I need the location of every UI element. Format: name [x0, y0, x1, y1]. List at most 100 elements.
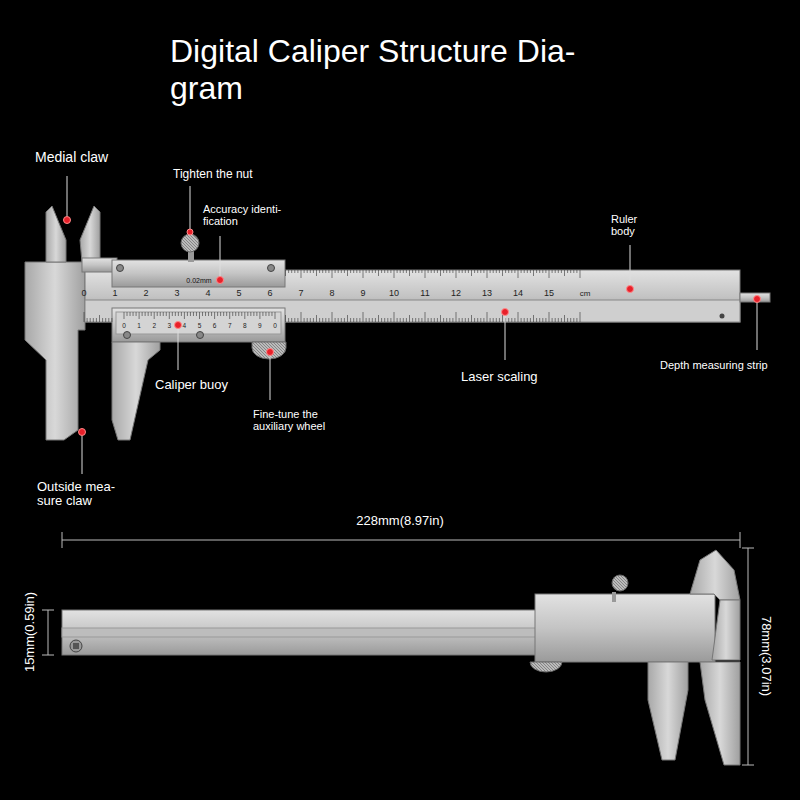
scale-tick: [378, 315, 379, 322]
scale-tick: [199, 312, 200, 319]
scale-tick: [394, 312, 395, 322]
scale-tick: [465, 270, 466, 273]
scale-tick: [508, 270, 509, 273]
dimension-label: 15mm(0.59in): [23, 588, 37, 676]
scale-tick: [316, 270, 317, 276]
scale-tick: [127, 312, 128, 316]
scale-tick: [108, 318, 109, 322]
scale-tick: [297, 270, 298, 273]
scale-tick: [175, 312, 176, 316]
scale-tick: [307, 318, 308, 322]
scale-tick: [184, 312, 185, 319]
scale-tick: [313, 318, 314, 322]
scale-tick: [384, 318, 385, 322]
scale-tick: [142, 312, 143, 316]
scale-tick: [508, 318, 509, 322]
scale-tick: [297, 318, 298, 322]
scale-tick: [536, 270, 537, 273]
scale-tick: [390, 270, 391, 273]
scale-tick: [549, 270, 550, 278]
scale-tick: [474, 318, 475, 322]
scale-tick: [465, 318, 466, 322]
scale-tick: [285, 315, 286, 322]
scale-tick: [301, 312, 302, 322]
scale-tick: [440, 270, 441, 276]
scale-tick: [390, 318, 391, 322]
scale-tick: [400, 318, 401, 322]
scale-tick: [366, 318, 367, 322]
scale-tick: [394, 270, 395, 278]
scale-tick: [307, 270, 308, 273]
scale-number: 11: [420, 289, 429, 299]
scale-tick: [421, 318, 422, 322]
scale-tick: [93, 318, 94, 322]
scale-tick: [480, 270, 481, 273]
scale-tick: [452, 318, 453, 322]
scale-number: 1: [112, 289, 117, 299]
scale-tick: [487, 270, 488, 278]
scale-tick: [493, 318, 494, 322]
part-label: Tighten the nut: [173, 168, 253, 181]
scale-tick: [539, 270, 540, 273]
scale-tick: [518, 270, 519, 278]
scale-tick: [328, 318, 329, 322]
scale-tick: [384, 270, 385, 273]
scale-tick: [471, 270, 472, 276]
scale-tick: [253, 312, 254, 316]
scale-tick: [369, 318, 370, 322]
scale-tick: [443, 270, 444, 273]
scale-tick: [555, 318, 556, 322]
scale-tick: [545, 318, 546, 322]
scale-tick: [202, 312, 203, 316]
scale-tick: [576, 270, 577, 273]
scale-tick: [335, 318, 336, 322]
vernier-number: 4: [183, 322, 187, 329]
scale-tick: [350, 318, 351, 322]
scale-tick: [446, 270, 447, 273]
scale-tick: [387, 270, 388, 273]
scale-tick: [332, 270, 333, 278]
scale-tick: [259, 312, 260, 319]
scale-tick: [250, 312, 251, 316]
scale-tick: [580, 312, 581, 322]
scale-number: 3: [174, 289, 179, 299]
scale-tick: [247, 312, 248, 316]
scale-tick: [313, 270, 314, 273]
scale-tick: [459, 270, 460, 273]
scale-number: 10: [389, 289, 399, 299]
part-label: Fine-tune the auxiliary wheel: [253, 408, 353, 432]
scale-tick: [288, 318, 289, 322]
scale-tick: [338, 318, 339, 322]
scale-tick: [84, 312, 85, 322]
scale-tick: [387, 318, 388, 322]
scale-tick: [262, 312, 263, 316]
title: Digital Caliper Structure Dia- gram: [170, 33, 620, 107]
scale-tick: [570, 318, 571, 322]
scale-tick: [400, 270, 401, 273]
scale-tick: [301, 270, 302, 278]
scale-tick: [372, 270, 373, 273]
scale-tick: [105, 318, 106, 322]
scale-number: 5: [236, 289, 241, 299]
vernier-number: 9: [258, 322, 262, 329]
scale-tick: [452, 270, 453, 273]
scale-tick: [456, 312, 457, 322]
scale-tick: [124, 312, 125, 319]
scale-tick: [536, 318, 537, 322]
dimension-label: 228mm(8.97in): [352, 514, 447, 528]
scale-tick: [431, 270, 432, 273]
scale-tick: [533, 270, 534, 276]
scale-number: 9: [360, 289, 365, 299]
scale-tick: [166, 312, 167, 316]
scale-tick: [418, 318, 419, 322]
scale-tick: [493, 270, 494, 273]
scale-tick: [172, 312, 173, 316]
part-label: Accuracy identi- fication: [203, 203, 303, 227]
scale-tick: [421, 270, 422, 273]
dimension-label: 78mm(3.07in): [759, 612, 773, 700]
scale-tick: [359, 318, 360, 322]
scale-tick: [530, 318, 531, 322]
scale-tick: [205, 312, 206, 316]
scale-tick: [552, 318, 553, 322]
